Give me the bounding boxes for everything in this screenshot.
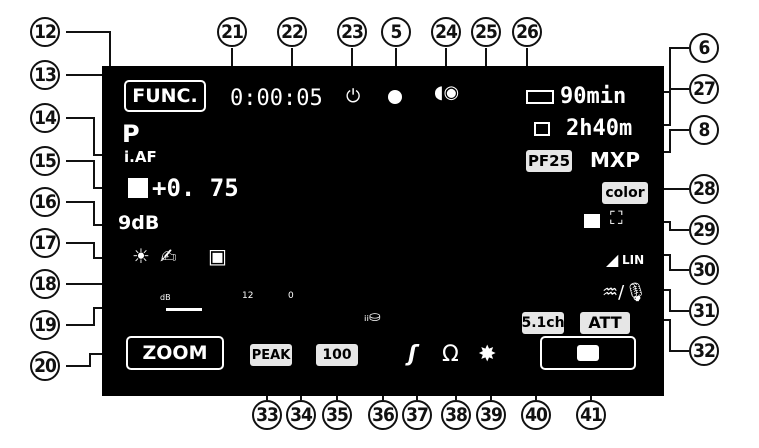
callout-40: 40: [521, 400, 551, 430]
callout-18: 18: [30, 269, 60, 299]
callout-39: 39: [476, 400, 506, 430]
audio-meter-db: dB: [160, 293, 171, 302]
cinema-look-icon: ʃ: [408, 342, 418, 367]
microphone-icon: ♒/🎙: [602, 282, 648, 303]
callout-14: 14: [30, 103, 60, 133]
record-dot-icon: [388, 90, 402, 104]
af-mode: i.AF: [124, 148, 157, 166]
recording-lock-icon: ⏻: [346, 86, 361, 107]
callout-13: 13: [30, 60, 60, 90]
callout-22: 22: [277, 17, 307, 47]
callout-16: 16: [30, 187, 60, 217]
callout-21: 21: [217, 17, 247, 47]
callout-35: 35: [322, 400, 352, 430]
white-balance-sun-icon: ☀: [132, 244, 150, 268]
peaking-badge: PEAK: [250, 344, 292, 366]
battery-remaining: 90min: [560, 84, 627, 109]
callout-23: 23: [337, 17, 367, 47]
callout-12: 12: [30, 17, 60, 47]
recording-time-remaining: 2h40m: [566, 116, 633, 141]
callout-24: 24: [431, 17, 461, 47]
timecode: 0:00:05: [230, 86, 323, 111]
callout-17: 17: [30, 228, 60, 258]
callout-38: 38: [441, 400, 471, 430]
headphones-icon: Ω: [442, 342, 459, 367]
callout-28: 28: [689, 174, 719, 204]
recording-mode: MXP: [590, 148, 640, 172]
callout-29: 29: [689, 215, 719, 245]
audio-meter-12: 12: [242, 291, 254, 301]
wind-screen-icon: ᵢᵢ⛀: [364, 309, 381, 325]
audio-lin-icon: ◢: [606, 250, 619, 269]
callout-8: 8: [689, 115, 719, 145]
photo-button[interactable]: [540, 336, 636, 370]
self-timer-icon: ▣: [208, 244, 227, 268]
exposure-value: +0. 75: [152, 174, 239, 202]
remote-sensor-icon: ◖◉: [434, 82, 460, 103]
battery-icon: [526, 90, 554, 104]
lin-label: LIN: [622, 253, 645, 267]
callout-31: 31: [689, 296, 719, 326]
callout-20: 20: [30, 351, 60, 381]
zebra-badge: 100: [316, 344, 358, 366]
callout-30: 30: [689, 255, 719, 285]
audio-meter-0: 0: [288, 291, 294, 301]
led-light-icon: ✸: [478, 342, 497, 367]
frame-rate-badge: PF25: [526, 150, 572, 172]
callout-33: 33: [252, 400, 282, 430]
callout-37: 37: [402, 400, 432, 430]
camera-icon: [577, 345, 599, 361]
callout-41: 41: [576, 400, 606, 430]
audio-level-bars: [166, 308, 202, 311]
callout-6: 6: [689, 33, 719, 63]
callout-19: 19: [30, 310, 60, 340]
func-button[interactable]: FUNC.: [124, 80, 206, 112]
callout-25: 25: [471, 17, 501, 47]
callout-36: 36: [368, 400, 398, 430]
shooting-mode: P: [122, 120, 140, 148]
callout-15: 15: [30, 146, 60, 176]
color-badge: color: [602, 182, 648, 204]
gain-value: 9dB: [118, 212, 160, 234]
image-stabilizer-icon: ✍: [160, 244, 177, 268]
memory-card-icon: [534, 122, 550, 136]
zoom-button[interactable]: ZOOM: [126, 336, 224, 370]
face-tracking-icon: ⛶: [610, 208, 623, 229]
attenuator-badge: ATT: [580, 312, 630, 334]
callout-32: 32: [689, 336, 719, 366]
callout-5: 5: [381, 17, 411, 47]
channels-badge: 5.1ch: [521, 312, 565, 334]
face-detection-icon: [584, 214, 600, 228]
callout-26: 26: [512, 17, 542, 47]
callout-27: 27: [689, 74, 719, 104]
camcorder-screen: FUNC. P i.AF +0. 75 9dB ☀ ✍ ▣ dB 12 0 ZO…: [102, 66, 664, 396]
exposure-icon: [128, 178, 148, 198]
callout-34: 34: [286, 400, 316, 430]
